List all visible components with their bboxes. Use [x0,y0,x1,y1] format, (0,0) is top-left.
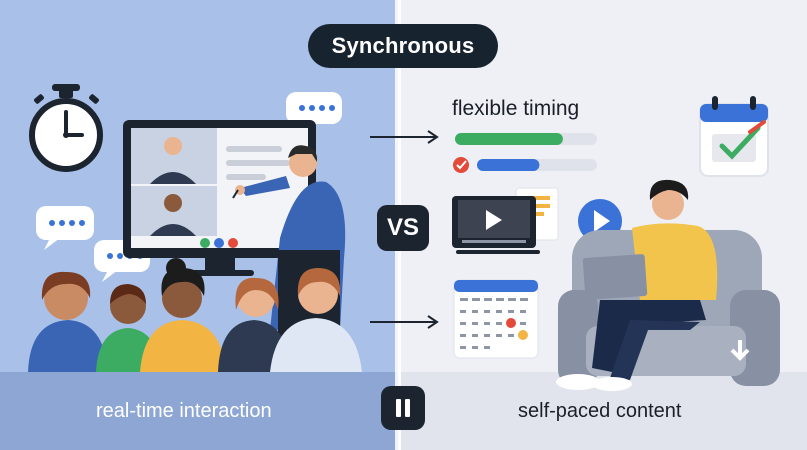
title-badge: Synchronous [308,24,498,68]
arrow-right-icon [370,315,439,329]
feature-label: flexible timing [452,97,580,120]
video-player [452,187,559,254]
progress-bars [453,133,597,173]
download-arrow-icon [730,340,750,361]
pause-icon[interactable] [381,386,425,430]
arrow-right-icon [370,130,439,144]
left-floor [0,372,398,450]
student-in-armchair [556,179,780,391]
stopwatch-icon [29,84,103,172]
audience [28,258,362,372]
calendar-check-icon [699,96,769,177]
calendar-icon [453,279,539,359]
left-caption: real-time interaction [96,400,272,422]
chat-bubble-icon [36,206,94,250]
right-caption: self-paced content [518,400,682,422]
vs-badge: VS [377,205,429,251]
